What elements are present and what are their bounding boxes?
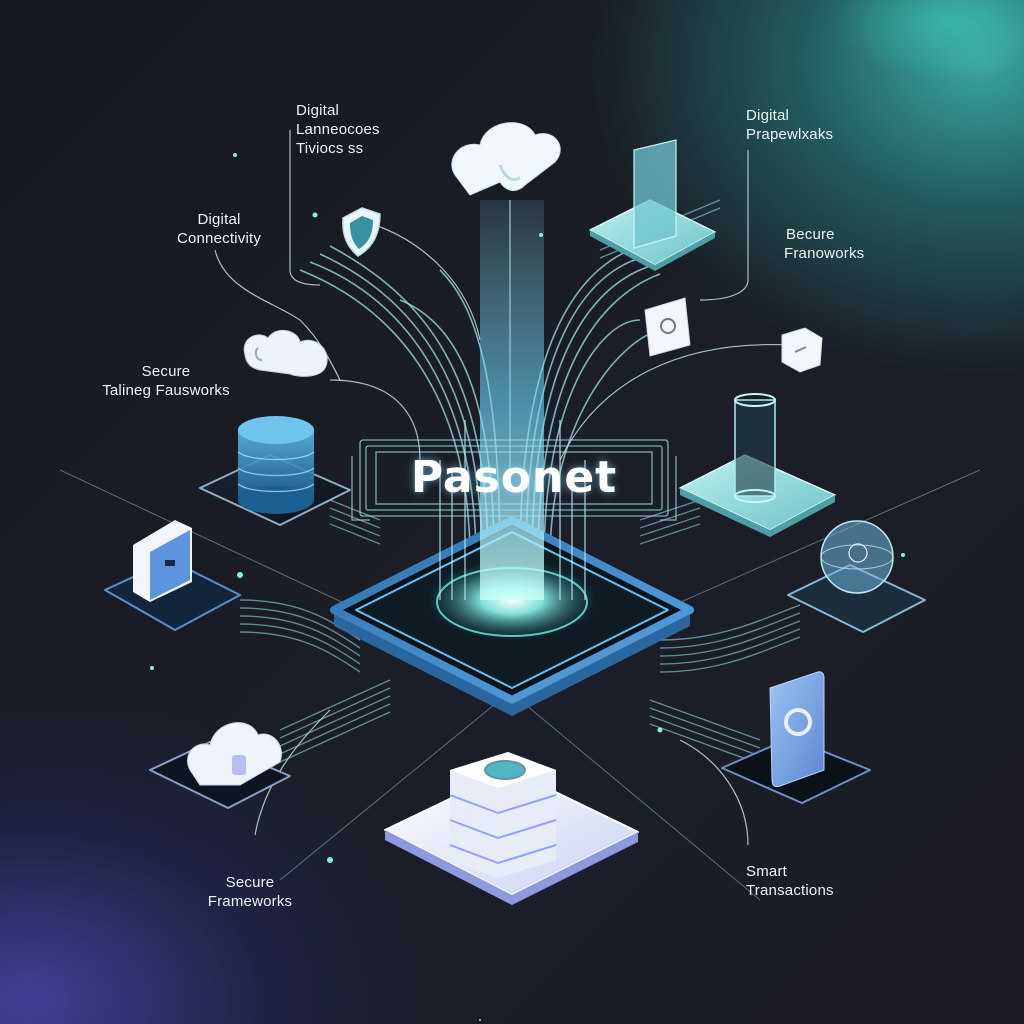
- label-left-upper: Digital Connectivity: [176, 211, 262, 247]
- database-node: [199, 416, 351, 526]
- cylinder-node: [679, 393, 836, 537]
- cloud-left-node: [243, 329, 328, 377]
- globe-node: [787, 520, 926, 633]
- particles: [150, 153, 905, 1021]
- light-beam: [439, 200, 586, 600]
- device-node: [104, 520, 241, 631]
- sensor-node: [781, 327, 823, 373]
- brand-title: Pasonet: [410, 451, 618, 503]
- label-bottom-right: Smart Transactions: [746, 863, 834, 899]
- label-left-middle: Secure Talineg Fausworks: [102, 363, 230, 399]
- label-top-left: Digital Lanneocoes Tiviocs ss: [296, 102, 380, 157]
- shield-node: [342, 207, 381, 257]
- cloud-lock-node: [149, 722, 291, 809]
- label-top-right: Digital Prapewlxaks: [746, 107, 834, 143]
- cloud-top-node: [451, 122, 561, 196]
- router-node: [644, 297, 691, 357]
- glass-panel-node: [589, 139, 716, 271]
- label-right-upper: Becure Franoworks: [784, 226, 865, 262]
- server-node: [384, 752, 639, 905]
- smartphone-node: [721, 671, 871, 804]
- thin-connectors: [214, 130, 791, 846]
- label-bottom-left: Secure Frameworks: [207, 874, 293, 910]
